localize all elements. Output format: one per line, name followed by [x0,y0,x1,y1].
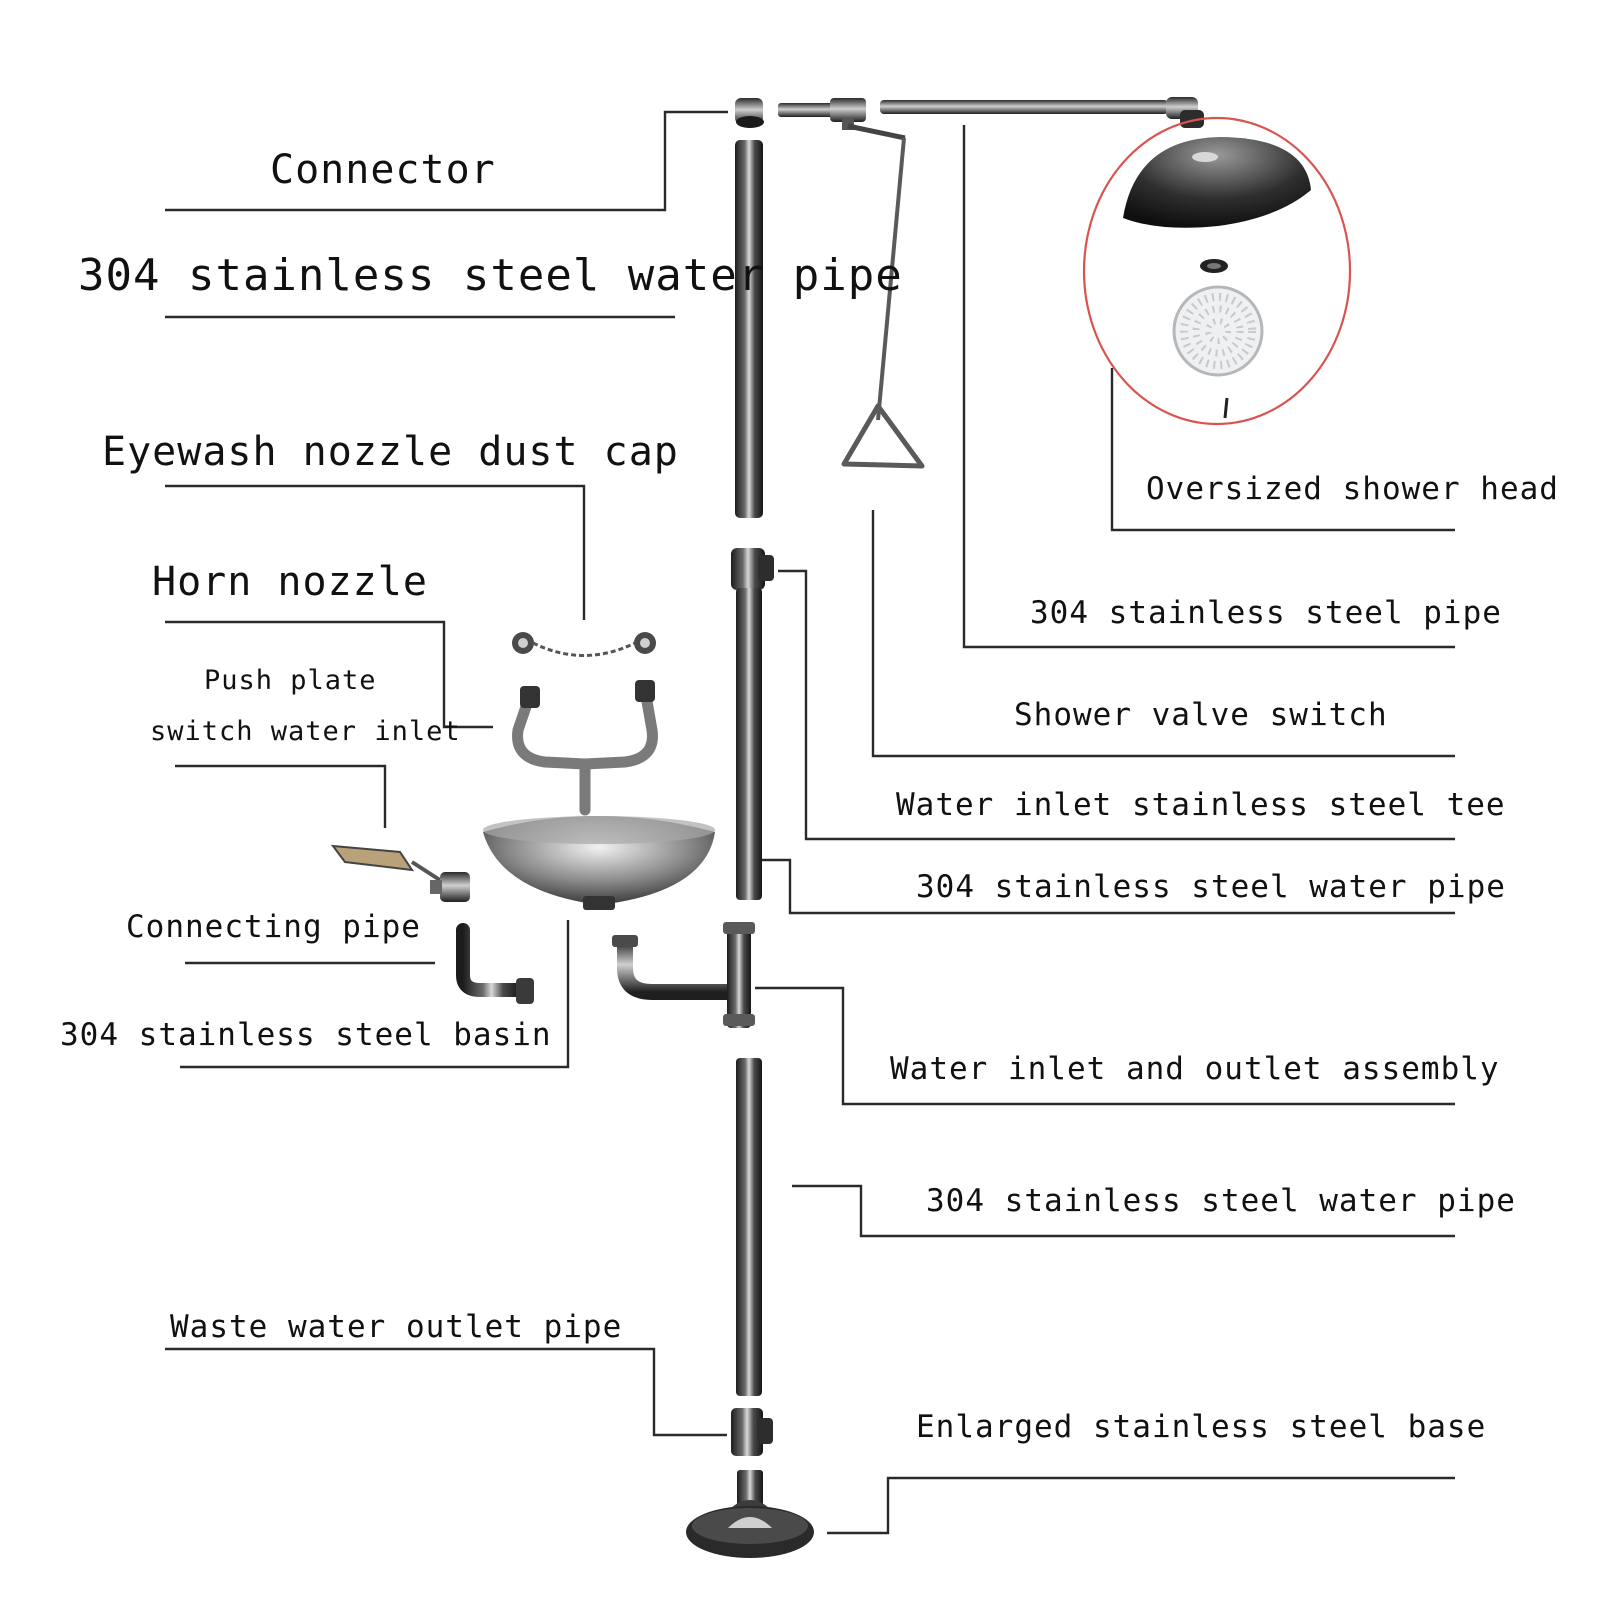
label-waste-outlet: Waste water outlet pipe [170,1309,623,1345]
bottom-tee-fitting [731,1408,773,1456]
label-water-pipe-top: 304 stainless steel water pipe [78,250,903,301]
leader-shower-valve [871,510,1455,758]
leader-steel-pipe [962,125,1455,649]
inlet-outlet-assembly [612,922,755,1028]
shower-valve-body [778,98,906,141]
connecting-pipe-elbow [456,923,534,1004]
leader-base [827,1476,1455,1535]
lower-vertical-pipe [736,1058,762,1396]
leader-waste-outlet [165,1347,727,1437]
top-elbow-connector [735,98,764,128]
label-shower-head: Oversized shower head [1146,471,1559,507]
label-connecting-pipe: Connecting pipe [126,909,421,945]
leader-inlet-tee [778,569,1455,841]
dust-cap-chain [512,632,656,657]
label-steel-pipe: 304 stainless steel pipe [1030,595,1502,631]
leader-lines [165,110,1455,1535]
label-inlet-tee: Water inlet stainless steel tee [896,787,1506,823]
inlet-tee-fitting [731,548,774,590]
label-push-plate-line2: switch water inlet [150,716,461,747]
label-base: Enlarged stainless steel base [916,1409,1487,1445]
leader-shower-head [1110,368,1455,532]
label-water-pipe-low: 304 stainless steel water pipe [926,1183,1516,1219]
middle-vertical-pipe [736,588,762,900]
leader-eyewash-dust-cap [165,484,586,620]
leader-water-pipe-low [792,1184,1455,1238]
label-connector: Connector [270,147,496,193]
top-horizontal-pipe [880,100,1168,114]
base-stand [686,1470,814,1558]
shower-head-group [1082,116,1352,426]
push-plate-valve [330,844,470,902]
label-water-pipe-mid: 304 stainless steel water pipe [916,869,1506,905]
leader-push-plate [175,764,387,828]
horn-nozzle-yoke [512,680,658,816]
shower-pull-rod [841,137,925,469]
upper-vertical-pipe [735,140,763,518]
label-push-plate-line1: Push plate [204,665,377,696]
label-horn-nozzle: Horn nozzle [152,559,428,605]
label-inlet-outlet-assembly: Water inlet and outlet assembly [890,1051,1500,1087]
label-shower-valve: Shower valve switch [1014,697,1388,733]
leader-basin [180,920,570,1069]
leader-connector [165,110,728,212]
label-basin: 304 stainless steel basin [60,1017,552,1053]
eyewash-basin [483,816,715,910]
leader-inlet-outlet-assembly [755,986,1455,1106]
leader-water-pipe-mid [760,858,1455,915]
leader-horn-nozzle [165,620,493,729]
shower-elbow [1166,97,1204,128]
label-eyewash-dust-cap: Eyewash nozzle dust cap [102,429,679,475]
